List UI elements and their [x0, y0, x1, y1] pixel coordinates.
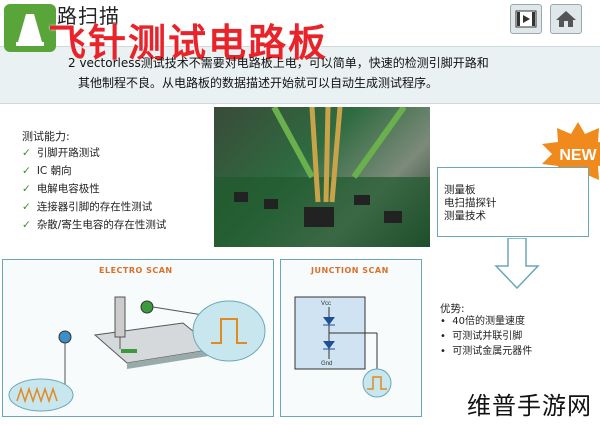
banner-text-line1: 2 vectorless测试技术不需要对电路板上电，可以简单，快速的检测引脚开路… [68, 56, 489, 70]
check-icon: ✓ [22, 201, 31, 213]
electro-scan-title: ELECTRO SCAN [99, 266, 173, 275]
list-item: • 40倍的测量速度 [440, 316, 525, 327]
capabilities-list: ✓引脚开路测试 ✓IC 朝向 ✓电解电容极性 ✓连接器引脚的存在性测试 ✓杂散/… [22, 144, 166, 234]
intro-banner [0, 46, 600, 104]
top-toolbar [510, 4, 582, 34]
app-logo-icon [4, 4, 56, 52]
check-icon: ✓ [22, 147, 31, 159]
list-item: ✓连接器引脚的存在性测试 [22, 201, 153, 213]
banner-text-line2: 其他制程不良。从电路板的数据描述开始就可以自动生成测试程序。 [78, 76, 439, 90]
capabilities-title: 测试能力: [22, 130, 70, 143]
electro-scan-diagram [8, 296, 266, 412]
list-item: • 可测试并联引脚 [440, 331, 523, 342]
down-arrow-icon [494, 237, 540, 294]
gnd-label: Gnd [321, 361, 332, 367]
junction-scan-title: JUNCTION SCAN [311, 266, 389, 275]
junction-scan-panel: JUNCTION SCAN Vcc Gnd [280, 259, 422, 417]
check-icon: ✓ [22, 183, 31, 195]
advantages-title: 优势: [440, 303, 465, 315]
list-item: ✓IC 朝向 [22, 165, 72, 177]
check-icon: ✓ [22, 219, 31, 231]
list-item: • 可测试金属元器件 [440, 346, 533, 357]
list-item: ✓杂散/寄生电容的存在性测试 [22, 219, 167, 231]
measurement-line: 电扫描探针 [444, 197, 497, 209]
new-badge-label: NEW [559, 147, 597, 164]
measurement-box: 测量板 电扫描探针 测量技术 [437, 167, 589, 237]
home-icon[interactable] [550, 4, 582, 34]
electro-scan-panel: ELECTRO SCAN [2, 259, 274, 417]
video-icon[interactable] [510, 4, 542, 34]
check-icon: ✓ [22, 165, 31, 177]
site-watermark: 维普手游网 [467, 392, 592, 420]
measurement-line: 测量板 [444, 184, 476, 196]
list-item: ✓引脚开路测试 [22, 147, 100, 159]
overlay-title: 飞针测试电路板 [48, 21, 329, 65]
pcb-probe-photo [214, 105, 430, 247]
junction-scan-diagram: Vcc Gnd [294, 296, 392, 398]
measurement-line: 测量技术 [444, 210, 486, 222]
advantages-list: • 40倍的测量速度 • 可测试并联引脚 • 可测试金属元器件 [440, 314, 532, 359]
list-item: ✓电解电容极性 [22, 183, 100, 195]
vcc-label: Vcc [321, 301, 331, 307]
